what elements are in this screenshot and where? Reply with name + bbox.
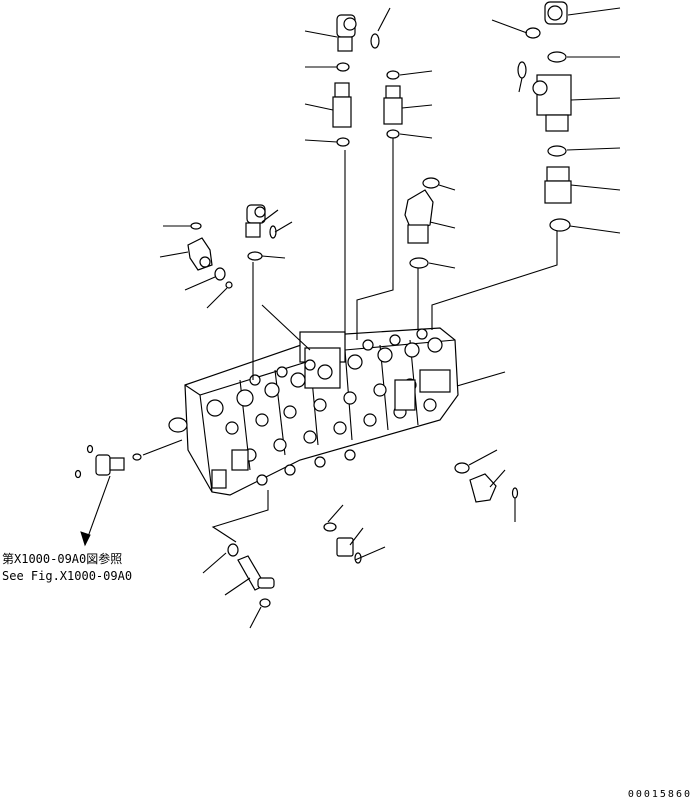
o-ring — [517, 61, 527, 79]
elbow-fitting-lower-right — [469, 473, 497, 503]
o-ring — [422, 177, 440, 189]
adapter-fitting — [332, 82, 352, 128]
adapter-fitting — [383, 85, 403, 125]
o-ring — [190, 222, 202, 230]
elbow-fitting-top-right — [544, 1, 568, 25]
document-id: 00015860 — [627, 789, 692, 800]
reference-note-japanese: 第X1000-09A0図参照 — [2, 552, 123, 566]
o-ring — [336, 137, 350, 147]
o-ring — [214, 267, 226, 281]
o-ring — [354, 552, 362, 564]
o-ring — [547, 51, 567, 63]
o-ring — [549, 218, 571, 232]
control-valve-block — [168, 327, 459, 496]
tee-block-fitting — [532, 74, 572, 132]
o-ring — [74, 469, 82, 479]
o-ring — [86, 444, 94, 454]
o-ring — [259, 598, 271, 608]
leader-lines — [80, 7, 621, 629]
o-ring — [454, 462, 470, 474]
o-ring — [409, 257, 429, 269]
elbow-fitting-left — [187, 237, 213, 271]
o-ring — [336, 62, 350, 72]
o-ring — [227, 543, 239, 557]
o-ring — [323, 522, 337, 532]
ball — [225, 281, 233, 289]
o-ring — [132, 453, 142, 461]
o-ring — [525, 27, 541, 39]
o-ring — [370, 33, 380, 49]
reference-note-english: See Fig.X1000-09A0 — [2, 569, 133, 583]
adapter-fitting-right — [544, 166, 572, 204]
lever-fitting — [237, 555, 275, 591]
o-ring — [386, 70, 400, 80]
plug-lower — [336, 537, 354, 557]
o-ring — [386, 129, 400, 139]
o-ring — [511, 487, 519, 499]
elbow-fitting-top-center — [336, 14, 357, 52]
plug-fitting-left — [95, 454, 125, 476]
o-ring — [547, 145, 567, 157]
elbow-fitting-mid-left — [245, 204, 266, 238]
elbow-fitting-mid-right — [404, 189, 434, 244]
o-ring — [247, 251, 263, 261]
